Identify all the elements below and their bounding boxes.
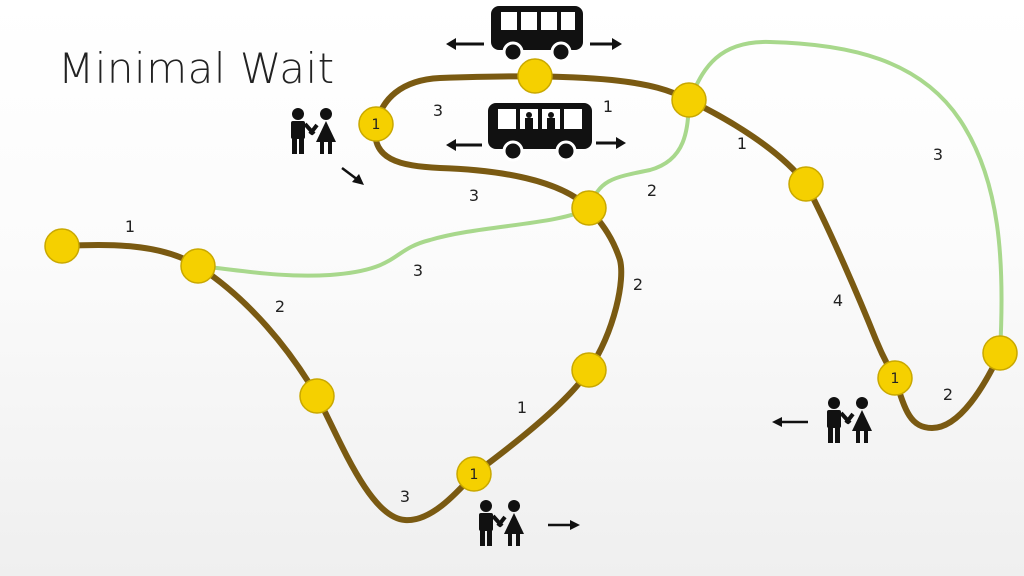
couple-icon xyxy=(289,106,338,156)
stop-node[interactable] xyxy=(180,248,216,284)
title: Minimal Wait xyxy=(58,44,335,93)
stop-node[interactable] xyxy=(877,360,913,396)
arrow-icon xyxy=(341,167,364,185)
arrow-icon xyxy=(446,137,626,151)
main-route xyxy=(59,73,1003,524)
stop-node[interactable] xyxy=(671,82,707,118)
edge-label: 3 xyxy=(413,261,423,280)
edge-label: 2 xyxy=(275,297,285,316)
stop-node[interactable] xyxy=(44,228,80,264)
node-label: 1 xyxy=(470,467,479,483)
edge-label: 1 xyxy=(125,217,135,236)
edge-label: 4 xyxy=(833,291,843,310)
alt-route-left xyxy=(196,206,591,278)
edge-label: 1 xyxy=(603,97,613,116)
edge-label: 2 xyxy=(633,275,643,294)
edge-label: 1 xyxy=(737,134,747,153)
stops xyxy=(44,58,1018,492)
bus-with-passengers-icon xyxy=(486,101,594,162)
stop-node[interactable] xyxy=(299,378,335,414)
alt-route-middle xyxy=(587,98,691,210)
stop-node[interactable] xyxy=(358,106,394,142)
stop-node[interactable] xyxy=(571,352,607,388)
stop-node[interactable] xyxy=(456,456,492,492)
stop-node[interactable] xyxy=(788,166,824,202)
stop-node[interactable] xyxy=(982,335,1018,371)
couple-icon xyxy=(825,395,874,445)
edge-label: 3 xyxy=(469,186,479,205)
arrow-icon xyxy=(548,520,580,530)
edge-label: 1 xyxy=(517,398,527,417)
edge-label: 2 xyxy=(647,181,657,200)
stop-node[interactable] xyxy=(571,190,607,226)
edge-label: 3 xyxy=(933,145,943,164)
node-label: 1 xyxy=(891,371,900,387)
stop-node[interactable] xyxy=(517,58,553,94)
edge-label: 3 xyxy=(433,101,443,120)
alt-route-top-right xyxy=(687,39,1004,355)
arrow-icon xyxy=(772,417,808,427)
bus-icon xyxy=(489,4,585,63)
node-label: 1 xyxy=(372,117,381,133)
edge-label: 3 xyxy=(400,487,410,506)
arrow-icon xyxy=(446,38,622,50)
edge-label: 2 xyxy=(943,385,953,404)
couple-icon xyxy=(477,498,526,548)
